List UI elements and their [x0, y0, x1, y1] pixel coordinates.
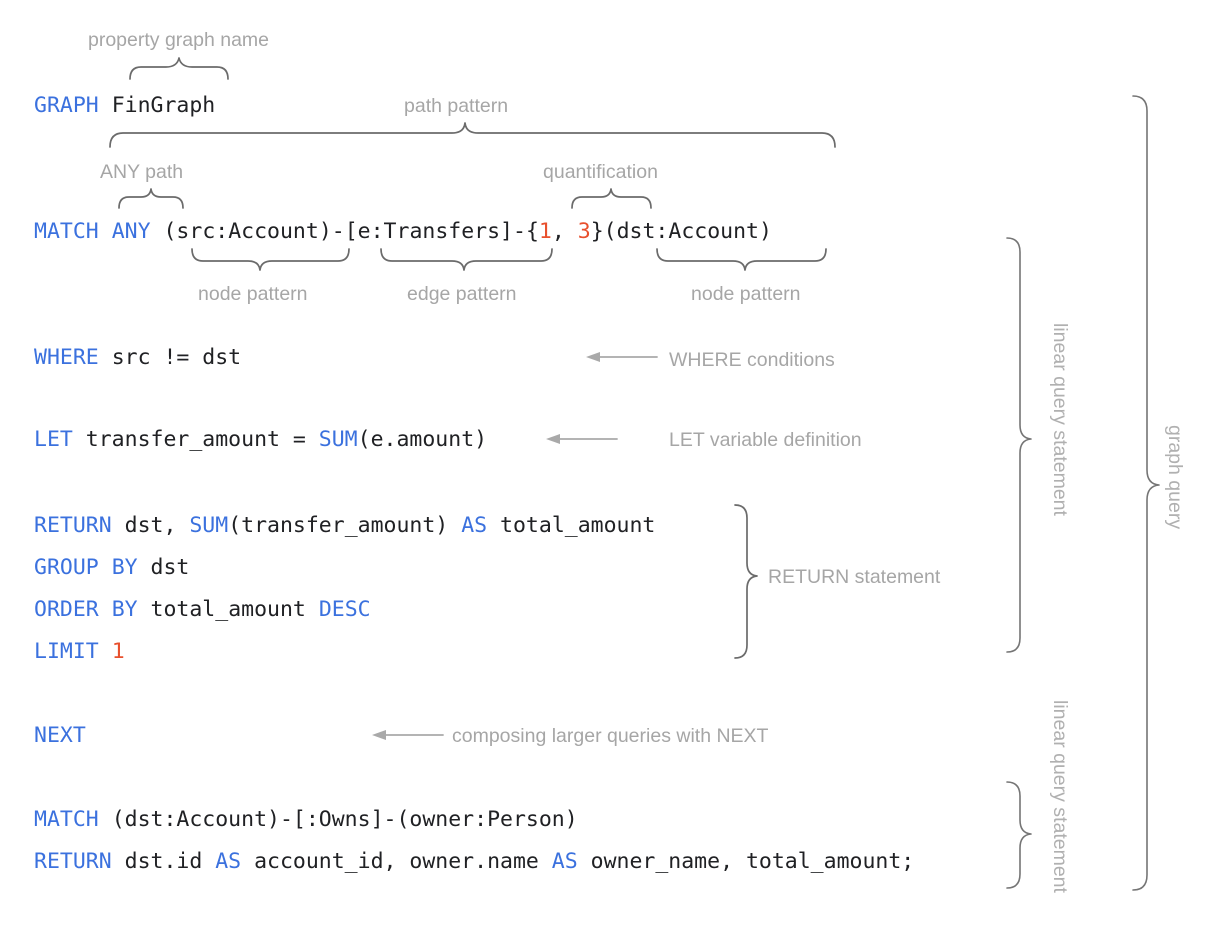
quant-close-brace: } — [590, 219, 604, 244]
label-path-pattern: path pattern — [404, 95, 509, 117]
code-line-group-by: GROUP BY dst — [34, 557, 189, 579]
label-where-conditions: WHERE conditions — [669, 349, 835, 371]
label-node-pattern-right: node pattern — [691, 283, 801, 305]
sp — [99, 555, 112, 580]
keyword-as: AS — [215, 849, 242, 874]
keyword-return: RETURN — [34, 849, 112, 874]
brace-return-statement — [734, 504, 758, 659]
order-by-expression: total_amount — [150, 597, 319, 622]
keyword-order: ORDER — [34, 597, 99, 622]
return-2-part-3: owner_name, total_amount; — [577, 849, 915, 874]
label-linear-query-statement-1: linear query statement — [1049, 323, 1071, 516]
brace-property-graph-name — [129, 57, 229, 80]
label-composing-with-next: composing larger queries with NEXT — [452, 725, 769, 747]
arrow-let-definition — [546, 434, 618, 444]
keyword-match: MATCH — [34, 219, 99, 244]
keyword-let: LET — [34, 427, 73, 452]
sp — [112, 849, 125, 874]
keyword-any: ANY — [111, 219, 151, 244]
dash-1: - — [331, 219, 345, 244]
keyword-where: WHERE — [34, 345, 99, 370]
return-2-part-1: dst.id — [124, 849, 216, 874]
arrow-where-conditions — [586, 352, 658, 362]
label-graph-query: graph query — [1164, 425, 1186, 530]
sp — [99, 345, 112, 370]
code-line-return-2: RETURN dst.id AS account_id, owner.name … — [34, 851, 914, 873]
sp — [99, 639, 112, 664]
keyword-desc: DESC — [318, 597, 371, 622]
brace-node-pattern-left — [191, 248, 350, 271]
sp — [99, 807, 112, 832]
limit-value: 1 — [111, 639, 125, 664]
code-line-return-1: RETURN dst, SUM(transfer_amount) AS tota… — [34, 515, 655, 537]
keyword-graph: GRAPH — [34, 93, 99, 118]
quant-separator: , — [551, 219, 578, 244]
brace-edge-pattern — [380, 248, 553, 271]
function-sum: SUM — [318, 427, 358, 452]
keyword-by: BY — [111, 597, 138, 622]
return-alias: total_amount — [487, 513, 656, 538]
label-let-variable-definition: LET variable definition — [669, 429, 862, 451]
sp — [151, 219, 164, 244]
function-sum: SUM — [189, 513, 229, 538]
let-args: (e.amount) — [357, 427, 488, 452]
keyword-return: RETURN — [34, 513, 112, 538]
let-lhs: transfer_amount = — [85, 427, 319, 452]
brace-any-path — [118, 188, 184, 209]
keyword-by: BY — [111, 555, 138, 580]
sp — [99, 93, 112, 118]
sp — [99, 597, 112, 622]
dash-2: - — [513, 219, 526, 244]
label-node-pattern-left: node pattern — [198, 283, 308, 305]
arrow-composing-next — [372, 730, 444, 740]
sp — [112, 513, 125, 538]
quant-open-brace: { — [525, 219, 539, 244]
keyword-as: AS — [551, 849, 578, 874]
sp — [73, 427, 86, 452]
label-return-statement: RETURN statement — [768, 566, 941, 588]
keyword-next: NEXT — [34, 723, 86, 748]
edge-pattern-transfers: [e:Transfers] — [344, 219, 513, 244]
code-line-limit: LIMIT 1 — [34, 641, 125, 663]
quant-upper-bound: 3 — [577, 219, 591, 244]
code-line-match-2: MATCH (dst:Account)-[:Owns]-(owner:Perso… — [34, 809, 578, 831]
label-quantification: quantification — [543, 161, 658, 183]
keyword-limit: LIMIT — [34, 639, 99, 664]
match-2-pattern: (dst:Account)-[:Owns]-(owner:Person) — [111, 807, 578, 832]
brace-graph-query — [1132, 95, 1160, 891]
node-pattern-src: (src:Account) — [163, 219, 332, 244]
brace-node-pattern-right — [656, 248, 827, 271]
brace-quantification — [571, 188, 652, 209]
brace-path-pattern — [109, 122, 836, 148]
label-linear-query-statement-2: linear query statement — [1049, 700, 1071, 893]
keyword-group: GROUP — [34, 555, 99, 580]
graph-name-value: FinGraph — [111, 93, 216, 118]
label-edge-pattern: edge pattern — [407, 283, 517, 305]
sp — [99, 219, 112, 244]
node-pattern-dst: (dst:Account) — [603, 219, 772, 244]
code-line-where: WHERE src != dst — [34, 347, 241, 369]
code-line-let: LET transfer_amount = SUM(e.amount) — [34, 429, 487, 451]
brace-linear-query-statement-2 — [1006, 781, 1032, 889]
where-expression: src != dst — [111, 345, 242, 370]
label-property-graph-name: property graph name — [88, 29, 270, 51]
code-line-graph: GRAPH FinGraph — [34, 95, 215, 117]
code-line-match: MATCH ANY (src:Account)-[e:Transfers]-{1… — [34, 221, 772, 243]
quant-lower-bound: 1 — [538, 219, 552, 244]
brace-linear-query-statement-1 — [1006, 237, 1032, 653]
keyword-as: AS — [461, 513, 488, 538]
return-2-part-2: account_id, owner.name — [241, 849, 552, 874]
sp — [138, 555, 151, 580]
sp — [138, 597, 151, 622]
keyword-match: MATCH — [34, 807, 99, 832]
label-any-path: ANY path — [100, 161, 184, 183]
return-items-1: dst, — [124, 513, 190, 538]
return-args: (transfer_amount) — [228, 513, 462, 538]
code-line-next: NEXT — [34, 725, 86, 747]
group-by-expression: dst — [150, 555, 190, 580]
code-line-order-by: ORDER BY total_amount DESC — [34, 599, 371, 621]
